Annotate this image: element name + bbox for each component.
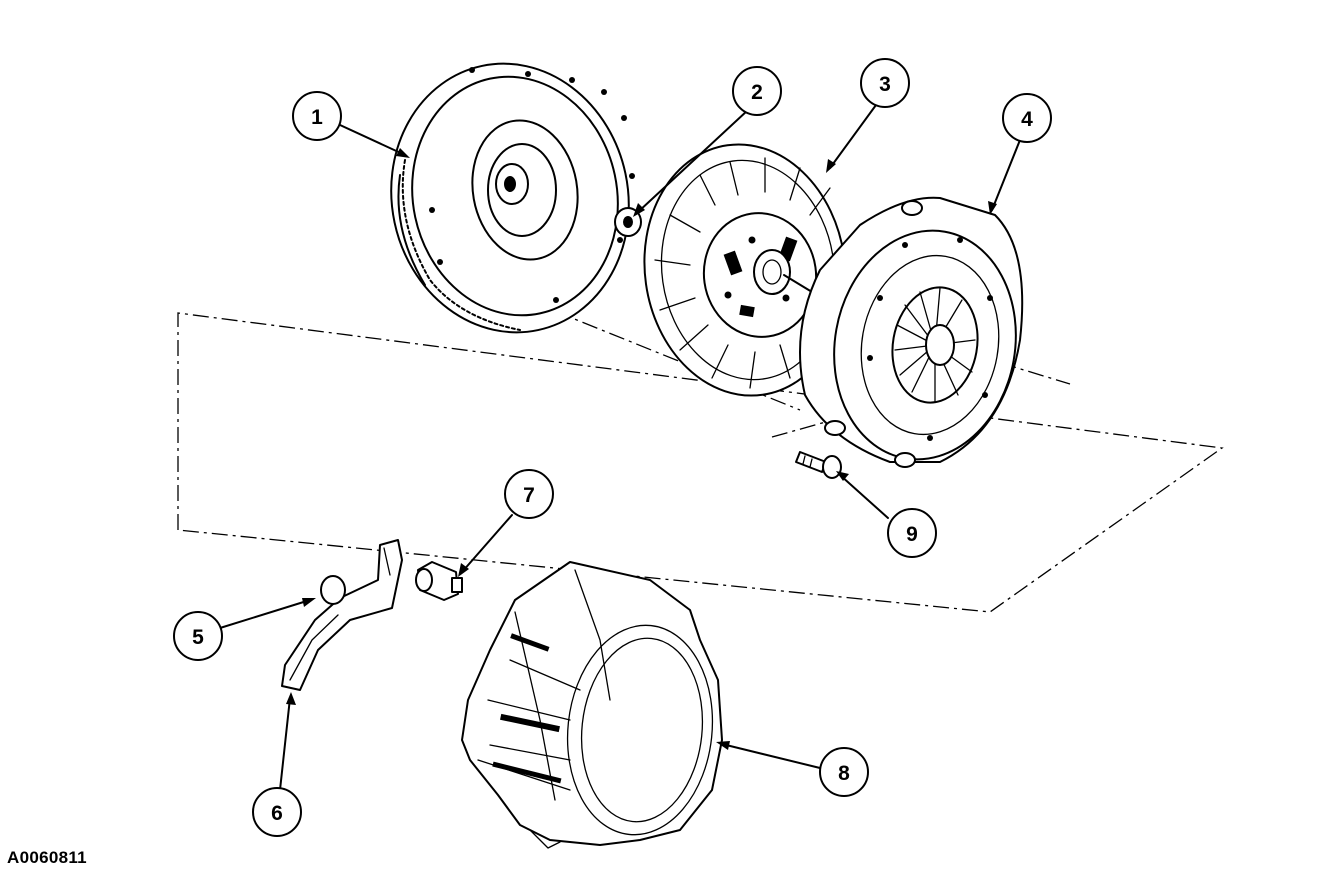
clutch-disc-icon: [643, 143, 847, 397]
callout-8: 8: [819, 747, 869, 797]
callout-6-number: 6: [271, 802, 283, 825]
callout-1-number: 1: [311, 106, 323, 129]
callout-leaders: [219, 104, 1021, 791]
callout-9: 9: [887, 508, 937, 558]
callout-2-number: 2: [751, 81, 763, 104]
callout-6: 6: [252, 787, 302, 837]
callout-7: 7: [504, 469, 554, 519]
callout-2: 2: [732, 66, 782, 116]
callout-3: 3: [860, 58, 910, 108]
pivot-ball-icon: [320, 575, 346, 605]
callout-4-number: 4: [1021, 108, 1033, 131]
callout-3-number: 3: [879, 73, 891, 96]
flywheel-icon: [390, 62, 635, 334]
release-bearing-icon: [415, 561, 463, 601]
bolt-icon: [795, 451, 842, 479]
callout-5: 5: [173, 611, 223, 661]
clutch-housing-icon: [461, 561, 723, 849]
release-lever-icon: [281, 539, 403, 691]
callout-4: 4: [1002, 93, 1052, 143]
callout-5-number: 5: [192, 626, 204, 649]
figure-id-label: A0060811: [7, 848, 87, 867]
pressure-plate-icon: [799, 196, 1024, 468]
callout-1: 1: [292, 91, 342, 141]
callout-7-number: 7: [523, 484, 535, 507]
callout-8-number: 8: [838, 762, 850, 785]
callout-9-number: 9: [906, 523, 918, 546]
